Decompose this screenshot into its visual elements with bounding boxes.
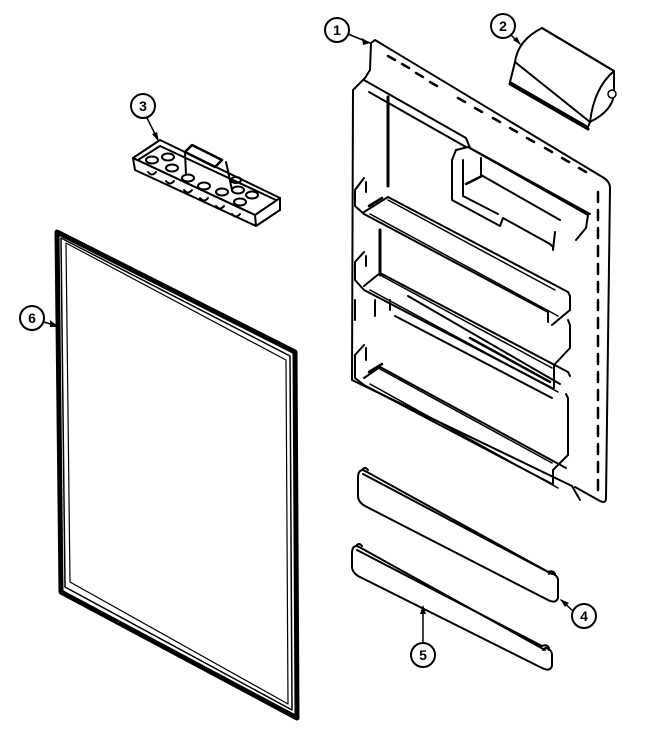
callout-4: 4 <box>560 599 597 629</box>
door-gasket <box>54 229 300 721</box>
callout-1: 1 <box>324 17 371 45</box>
callout-5: 5 <box>410 605 436 668</box>
egg-tray <box>132 139 281 227</box>
dairy-door <box>508 27 617 131</box>
callout-3: 3 <box>130 93 159 142</box>
callout-6: 6 <box>19 305 59 331</box>
svg-text:1: 1 <box>333 22 341 38</box>
callout-2: 2 <box>490 13 521 45</box>
svg-text:4: 4 <box>580 608 588 624</box>
svg-text:2: 2 <box>499 18 507 34</box>
svg-text:3: 3 <box>139 98 147 114</box>
svg-text:5: 5 <box>419 647 427 663</box>
shelf-bar-upper <box>357 467 559 603</box>
door-liner <box>351 39 611 503</box>
svg-text:6: 6 <box>28 310 36 326</box>
shelf-bar-lower <box>351 543 553 671</box>
